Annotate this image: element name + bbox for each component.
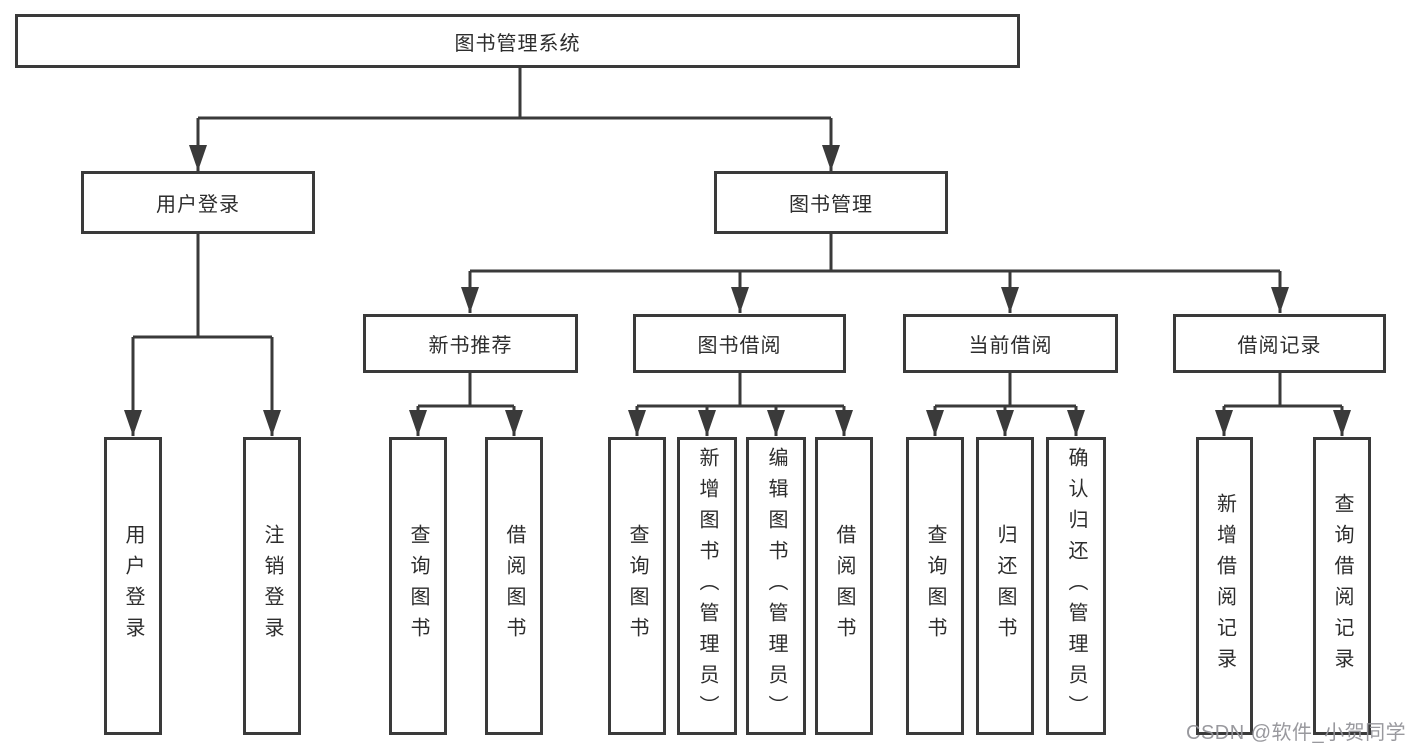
node-label: 确认归还（管理员） [1065, 446, 1087, 726]
node-library-management-system: 图书管理系统 [15, 14, 1020, 68]
node-label: 归还图书 [994, 524, 1016, 648]
leaf-recommend-borrow-book: 借阅图书 [485, 437, 543, 735]
node-label: 借阅图书 [503, 524, 525, 648]
leaf-borrowing-borrow-book: 借阅图书 [815, 437, 873, 735]
leaf-logout: 注销登录 [243, 437, 301, 735]
node-label: 当前借阅 [968, 335, 1053, 357]
node-book-borrowing: 图书借阅 [633, 314, 846, 373]
node-label: 编辑图书（管理员） [765, 446, 787, 726]
node-label: 借阅图书 [833, 524, 855, 648]
node-new-book-recommend: 新书推荐 [363, 314, 578, 373]
csdn-watermark: CSDN @软件_小贺同学 [1186, 722, 1405, 744]
node-label: 新书推荐 [428, 335, 513, 357]
node-borrowing-records: 借阅记录 [1173, 314, 1386, 373]
leaf-current-query-book: 查询图书 [906, 437, 964, 735]
node-label: 查询借阅记录 [1331, 493, 1353, 679]
node-label: 查询图书 [407, 524, 429, 648]
leaf-add-book-admin: 新增图书（管理员） [677, 437, 737, 735]
node-label: 图书借阅 [697, 335, 782, 357]
leaf-recommend-query-book: 查询图书 [389, 437, 447, 735]
arrow-drops [124, 118, 1351, 436]
leaf-confirm-return-admin: 确认归还（管理员） [1046, 437, 1106, 735]
node-label: 查询图书 [924, 524, 946, 648]
node-label: 图书管理系统 [454, 32, 581, 55]
leaf-return-book: 归还图书 [976, 437, 1034, 735]
leaf-borrowing-query-book: 查询图书 [608, 437, 666, 735]
node-label: 查询图书 [626, 524, 648, 648]
leaf-query-borrow-record: 查询借阅记录 [1313, 437, 1371, 735]
node-label: 新增图书（管理员） [696, 446, 718, 726]
node-book-management: 图书管理 [714, 171, 948, 234]
node-label: 用户登录 [122, 524, 144, 648]
leaf-user-login: 用户登录 [104, 437, 162, 735]
node-label: 注销登录 [261, 524, 283, 648]
node-user-login: 用户登录 [81, 171, 315, 234]
node-label: 图书管理 [789, 194, 873, 216]
node-current-borrowing: 当前借阅 [903, 314, 1118, 373]
node-label: 用户登录 [156, 194, 240, 216]
leaf-add-borrow-record: 新增借阅记录 [1196, 437, 1253, 735]
node-label: 借阅记录 [1237, 335, 1322, 357]
leaf-edit-book-admin: 编辑图书（管理员） [746, 437, 806, 735]
node-label: 新增借阅记录 [1213, 493, 1236, 679]
